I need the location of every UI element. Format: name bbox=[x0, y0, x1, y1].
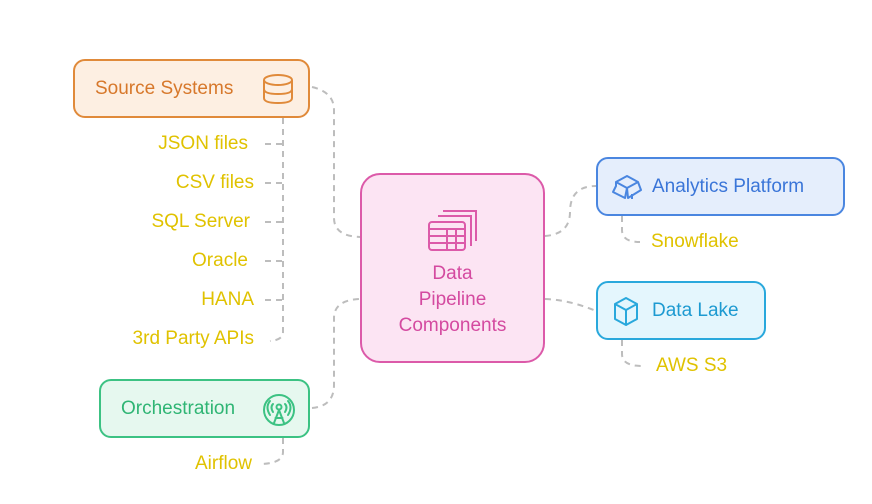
database-icon bbox=[261, 73, 295, 105]
leaf-oracle: Oracle bbox=[192, 250, 248, 271]
leaf-hana: HANA bbox=[201, 289, 254, 310]
node-data-lake[interactable]: Data Lake bbox=[596, 281, 766, 340]
node-orchestration[interactable]: Orchestration bbox=[99, 379, 310, 438]
leaf-3rd-party-apis: 3rd Party APIs bbox=[132, 328, 254, 349]
node-label: Data Lake bbox=[652, 299, 739, 321]
connector-hub-to-analytics bbox=[544, 185, 597, 237]
label-line: Components bbox=[398, 315, 507, 336]
connector-source-children bbox=[269, 118, 284, 342]
connector-orch-to-hub bbox=[311, 298, 361, 409]
label-line: Pipeline bbox=[418, 289, 487, 310]
node-source-systems[interactable]: Source Systems bbox=[73, 59, 310, 118]
connector-hub-to-lake bbox=[544, 298, 597, 312]
layered-table-icon bbox=[426, 205, 480, 253]
leaf-airflow: Airflow bbox=[194, 453, 252, 474]
leaf-snowflake: Snowflake bbox=[651, 231, 739, 252]
leaf-csv-files: CSV files bbox=[175, 172, 254, 193]
connector-analytics-child bbox=[621, 216, 641, 243]
node-data-pipeline-components[interactable]: Data Pipeline Components bbox=[360, 173, 545, 363]
label-line: Data bbox=[432, 263, 473, 284]
node-label: Orchestration bbox=[121, 397, 236, 419]
leaf-json-files: JSON files bbox=[158, 133, 248, 154]
connector-orch-child bbox=[261, 438, 284, 465]
open-box-icon bbox=[610, 172, 644, 202]
node-analytics-platform[interactable]: Analytics Platform bbox=[596, 157, 845, 216]
broadcast-tower-icon bbox=[262, 393, 296, 427]
leaf-aws-s3: AWS S3 bbox=[656, 355, 728, 376]
node-label: Data Pipeline Components bbox=[399, 261, 507, 339]
cube-icon bbox=[610, 295, 642, 327]
node-label: Source Systems bbox=[95, 77, 234, 99]
connector-source-to-hub bbox=[311, 86, 361, 238]
node-label: Analytics Platform bbox=[652, 175, 805, 197]
connector-lake-child bbox=[621, 340, 643, 367]
leaf-sql-server: SQL Server bbox=[151, 211, 250, 232]
